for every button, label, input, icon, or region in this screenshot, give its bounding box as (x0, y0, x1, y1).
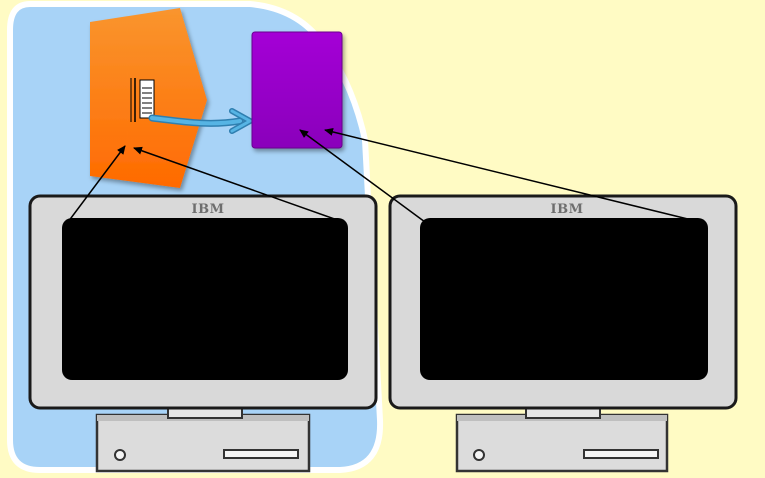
monitor-1-base (95, 413, 311, 473)
monitor-2-screen (420, 218, 708, 380)
connector-arrow (148, 108, 253, 134)
monitor-2-brand: IBM (551, 202, 584, 217)
target-box[interactable] (251, 31, 343, 149)
monitor-1-drive-slot (223, 449, 299, 459)
monitor-2-drive-slot (583, 449, 659, 459)
link-lines (67, 128, 701, 223)
link-monitor1-right-to-queue-manager (133, 146, 344, 223)
monitor-2-base (455, 413, 669, 473)
link-monitor2-right-to-target-box (324, 128, 701, 223)
monitor-1-screen (62, 218, 348, 380)
monitor-2-power-button[interactable] (473, 449, 485, 461)
monitor-2[interactable]: IBM (388, 194, 738, 473)
message-queue-icon (130, 78, 155, 122)
link-monitor2-left-to-target-box (299, 129, 426, 223)
link-monitor1-left-to-queue-manager (67, 145, 126, 223)
monitor-1-brand: IBM (192, 202, 225, 217)
monitor-1[interactable]: IBM (28, 194, 378, 473)
monitor-1-power-button[interactable] (114, 449, 126, 461)
